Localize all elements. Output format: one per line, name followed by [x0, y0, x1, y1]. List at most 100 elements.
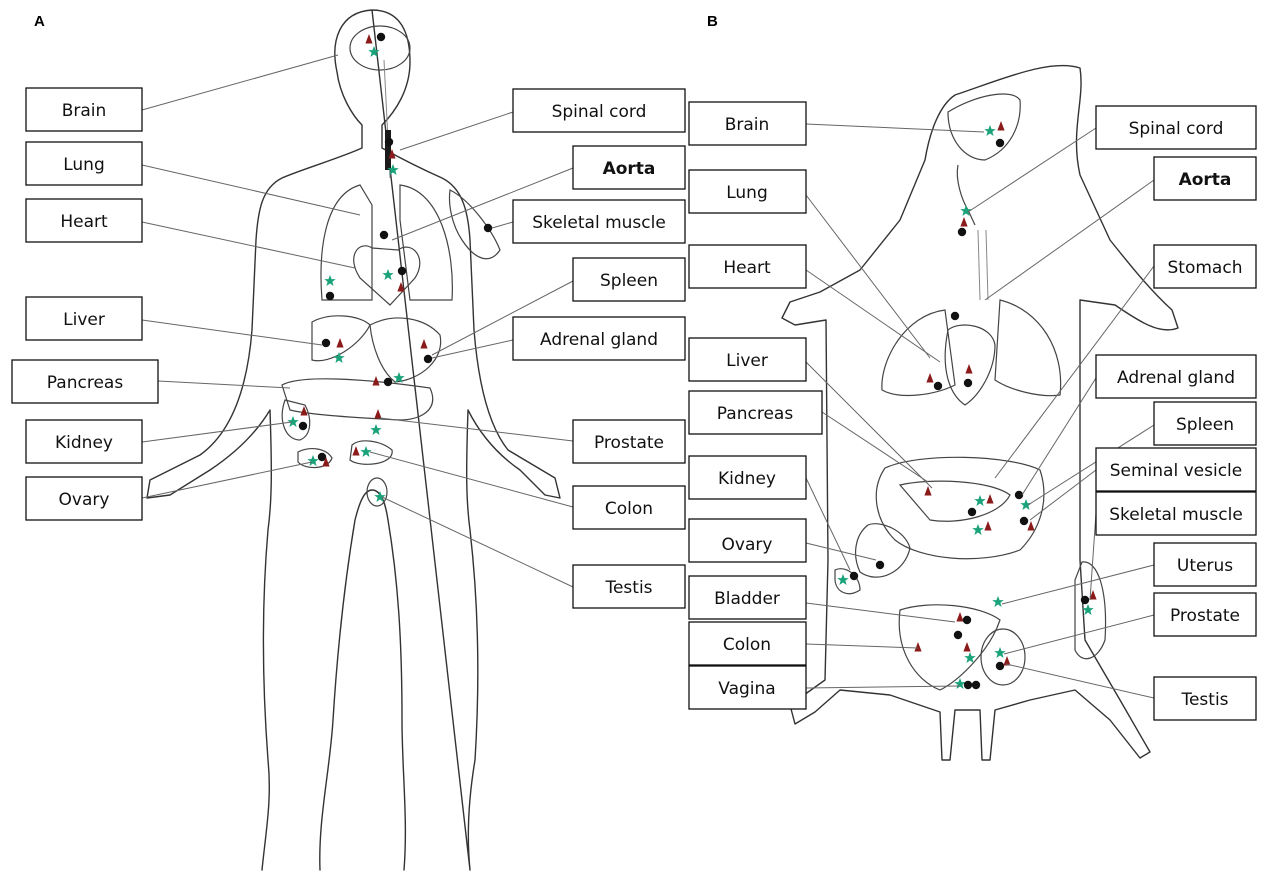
marker-star — [287, 416, 298, 427]
panel-b-label-testis: Testis — [1154, 677, 1256, 720]
panel-a-label-pancreas: Pancreas — [12, 360, 158, 403]
label-text: Testis — [604, 578, 652, 598]
label-text: Skeletal muscle — [532, 213, 666, 233]
label-text: Prostate — [1170, 606, 1240, 626]
marker-triangle — [986, 494, 993, 504]
marker-star — [837, 574, 848, 585]
marker-circle — [850, 572, 858, 580]
marker-circle — [1020, 517, 1028, 525]
marker-triangle — [984, 521, 991, 531]
marker-circle — [964, 681, 972, 689]
label-text: Colon — [723, 635, 771, 655]
marker-star — [370, 424, 381, 435]
label-text: Skeletal muscle — [1109, 505, 1243, 525]
marker-circle — [385, 138, 393, 146]
label-text: Lung — [726, 183, 768, 203]
marker-circle — [996, 139, 1004, 147]
marker-circle — [968, 508, 976, 516]
panel-b-letter: B — [707, 13, 718, 30]
marker-circle — [963, 616, 971, 624]
marker-circle — [322, 339, 330, 347]
label-text: Brain — [62, 101, 107, 121]
panel-a-label-skeletal-muscle: Skeletal muscle — [513, 200, 685, 243]
label-text: Adrenal gland — [540, 330, 658, 350]
label-text: Kidney — [718, 469, 776, 489]
marker-circle — [964, 379, 972, 387]
panel-b-label-seminal-vesicle: Seminal vesicle — [1096, 448, 1256, 491]
panel-b-label-stomach: Stomach — [1154, 245, 1256, 288]
panel-b-label-prostate: Prostate — [1154, 593, 1256, 636]
marker-star — [1020, 499, 1031, 510]
marker-circle — [958, 228, 966, 236]
panel-b-label-spleen: Spleen — [1154, 402, 1256, 445]
label-text: Adrenal gland — [1117, 368, 1235, 388]
label-text: Liver — [726, 351, 768, 371]
label-text: Liver — [63, 310, 105, 330]
marker-star — [360, 446, 371, 457]
label-text: Pancreas — [47, 373, 124, 393]
label-text: Uterus — [1177, 556, 1233, 576]
label-text: Brain — [725, 115, 770, 135]
panel-b-label-pancreas: Pancreas — [689, 391, 822, 434]
panel-b-label-adrenal-gland: Adrenal gland — [1096, 355, 1256, 398]
marker-circle — [1015, 491, 1023, 499]
marker-circle — [951, 312, 959, 320]
label-text: Heart — [60, 212, 108, 232]
marker-circle — [996, 662, 1004, 670]
panel-a-label-colon: Colon — [573, 486, 685, 529]
panel-a-label-brain: Brain — [26, 88, 142, 131]
panel-b-label-brain: Brain — [689, 102, 806, 145]
label-text: Spleen — [600, 271, 658, 291]
marker-circle — [384, 378, 392, 386]
panel-b-label-aorta: Aorta — [1154, 157, 1256, 200]
label-text: Prostate — [594, 433, 664, 453]
label-text: Bladder — [714, 589, 780, 609]
panel-b-label-liver: Liver — [689, 338, 806, 381]
marker-circle — [972, 681, 980, 689]
label-text: Spinal cord — [1129, 119, 1224, 139]
marker-circle — [484, 224, 492, 232]
panel-a-label-spinal-cord: Spinal cord — [513, 89, 685, 132]
panel-b-label-kidney: Kidney — [689, 456, 806, 499]
marker-star — [368, 46, 379, 57]
panel-b-markers — [837, 121, 1096, 689]
human-brain-shape — [350, 26, 410, 70]
marker-triangle — [926, 373, 933, 383]
marker-circle — [876, 561, 884, 569]
marker-star — [994, 647, 1005, 658]
panel-a-label-kidney: Kidney — [26, 420, 142, 463]
label-text: Testis — [1180, 690, 1228, 710]
panel-a-letter: A — [34, 13, 45, 30]
marker-triangle — [997, 121, 1004, 131]
marker-star — [992, 596, 1003, 607]
panel-a-label-liver: Liver — [26, 297, 142, 340]
marker-circle — [398, 267, 406, 275]
panel-b-label-bladder: Bladder — [689, 576, 806, 619]
label-text: Ovary — [59, 490, 110, 510]
marker-triangle — [956, 612, 963, 622]
label-text: Vagina — [718, 679, 775, 699]
marker-star — [984, 125, 995, 136]
panel-a-label-ovary: Ovary — [26, 477, 142, 520]
marker-triangle — [965, 364, 972, 374]
panel-a-label-lung: Lung — [26, 142, 142, 185]
label-text: Seminal vesicle — [1110, 461, 1242, 481]
panel-a-label-testis: Testis — [573, 565, 685, 608]
panel-b-label-heart: Heart — [689, 245, 806, 288]
marker-circle — [299, 422, 307, 430]
marker-star — [333, 352, 344, 363]
marker-triangle — [374, 409, 381, 419]
marker-circle — [380, 231, 388, 239]
label-text: Spinal cord — [552, 102, 647, 122]
panel-a-label-prostate: Prostate — [573, 420, 685, 463]
label-text: Lung — [63, 155, 105, 175]
marker-triangle — [914, 642, 921, 652]
marker-triangle — [336, 338, 343, 348]
panel-b-label-lung: Lung — [689, 170, 806, 213]
label-text: Kidney — [55, 433, 113, 453]
panel-b-label-vagina: Vagina — [689, 666, 806, 709]
marker-circle — [934, 382, 942, 390]
marker-circle — [326, 292, 334, 300]
label-text: Aorta — [1179, 170, 1232, 190]
